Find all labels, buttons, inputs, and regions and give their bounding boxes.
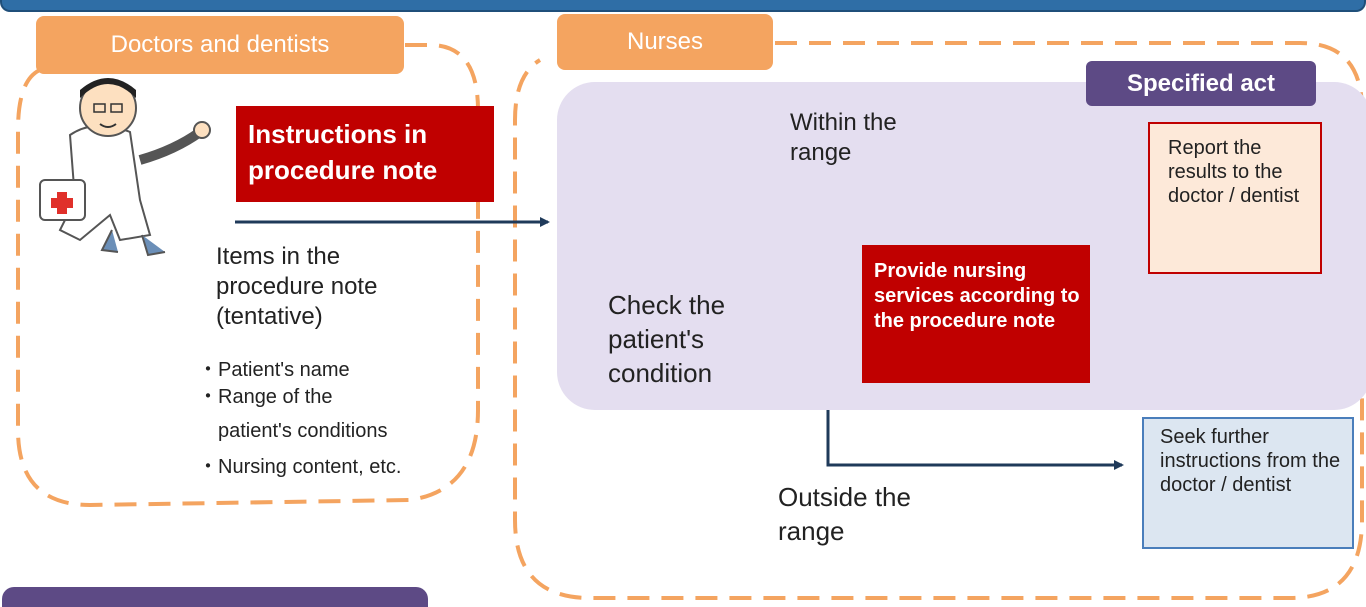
seek-instructions-box: Seek further instructions from the docto… [1142, 417, 1354, 549]
check-condition-label: Check the patient's condition [608, 290, 726, 388]
doctor-illustration [39, 78, 211, 257]
items-heading: Items in the procedure note (tentative) [216, 243, 378, 330]
nurses-label: Nurses [557, 14, 773, 70]
report-box: Report the results to the doctor / denti… [1148, 122, 1322, 274]
nurses-frame [513, 41, 1364, 600]
outside-range-label: Outside the range [778, 482, 911, 546]
provide-services-box: Provide nursing services according to th… [862, 245, 1090, 383]
specified-act-badge: Specified act [1086, 61, 1316, 106]
item-range-cont: patient's conditions [218, 420, 388, 442]
header-bar [0, 0, 1366, 12]
within-range-label: Within the range [790, 109, 897, 166]
footer-bar [2, 587, 428, 607]
item-range: ・Range of the [198, 386, 333, 408]
instruction-box: Instructions in procedure note [236, 106, 494, 202]
item-name: ・Patient's name [198, 359, 350, 381]
doctors-label: Doctors and dentists [36, 16, 404, 74]
doctors-frame [16, 43, 480, 508]
item-content: ・Nursing content, etc. [198, 456, 402, 478]
